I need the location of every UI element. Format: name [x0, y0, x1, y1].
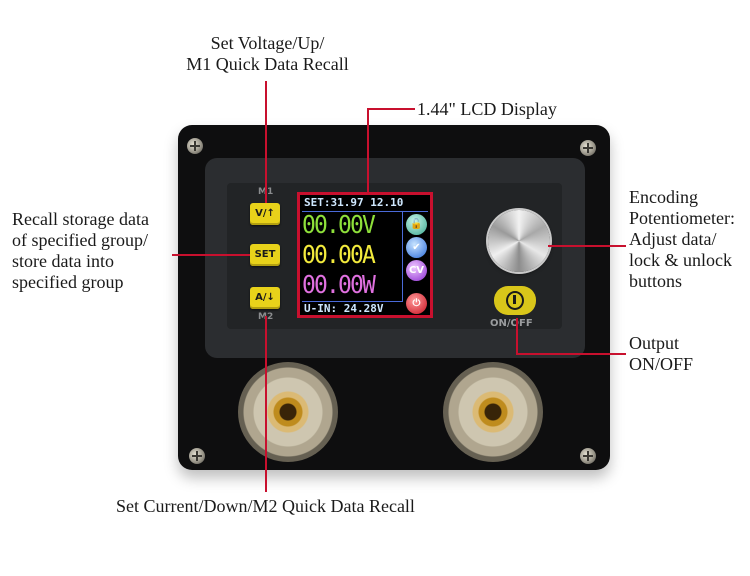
- caption-line: specified group: [12, 272, 124, 292]
- caption-output-onoff: Output ON/OFF: [629, 333, 693, 375]
- caption-line: store data into: [12, 251, 114, 271]
- unlock-icon: 🔓: [406, 214, 427, 235]
- caption-line: Adjust data/: [629, 229, 717, 249]
- screw-icon: [580, 448, 596, 464]
- caption-set-button: Recall storage data of specified group/ …: [12, 209, 149, 293]
- callout-line: [265, 316, 267, 492]
- caption-line: buttons: [629, 271, 683, 291]
- caption-line: Output: [629, 333, 680, 353]
- binding-post-right: [443, 362, 543, 462]
- callout-line: [265, 81, 267, 203]
- callout-line: [367, 108, 415, 110]
- caption-line: lock & unlock: [629, 250, 732, 270]
- lcd-display: SET:31.97 12.10 00.00V 00.00A 00.00W U-I…: [297, 192, 433, 318]
- voltage-up-button[interactable]: V/↑: [250, 203, 280, 225]
- binding-post-left: [238, 362, 338, 462]
- power-icon-bar: [513, 295, 516, 304]
- caption-line: Potentiometer:: [629, 208, 735, 228]
- caption-current-down: Set Current/Down/M2 Quick Data Recall: [116, 496, 415, 516]
- set-button[interactable]: SET: [250, 244, 280, 266]
- lcd-voltage-readout: 00.00V: [302, 210, 376, 239]
- callout-line: [516, 353, 626, 355]
- caption-encoder: Encoding Potentiometer: Adjust data/ loc…: [629, 187, 735, 292]
- power-icon: [506, 291, 524, 310]
- cv-text: CV: [408, 265, 425, 276]
- lcd-divider: [302, 211, 428, 212]
- cv-icon: CV: [406, 260, 427, 281]
- caption-lcd: 1.44" LCD Display: [417, 99, 557, 119]
- caption-line: Encoding: [629, 187, 698, 207]
- screw-icon: [580, 140, 596, 156]
- lcd-divider: [302, 301, 402, 302]
- current-down-button[interactable]: A/↓: [250, 287, 280, 309]
- caption-line: of specified group/: [12, 230, 148, 250]
- caption-voltage-up: Set Voltage/Up/ M1 Quick Data Recall: [165, 33, 370, 75]
- power-icon: ⏻: [406, 293, 427, 314]
- callout-line: [172, 254, 250, 256]
- callout-line: [516, 318, 518, 354]
- caption-line: ON/OFF: [629, 354, 694, 374]
- lcd-set-readout: SET:31.97 12.10: [304, 196, 404, 209]
- lcd-power-readout: 00.00W: [302, 270, 376, 299]
- screw-icon: [187, 138, 203, 154]
- caption-line: Set Voltage/Up/: [210, 33, 325, 53]
- callout-line: [548, 245, 626, 247]
- output-onoff-button[interactable]: [494, 286, 536, 315]
- caption-line: M1 Quick Data Recall: [186, 54, 349, 74]
- lcd-current-readout: 00.00A: [302, 240, 376, 269]
- lcd-divider: [402, 212, 403, 302]
- check-icon: ✔: [406, 237, 427, 258]
- onoff-label: ON/OFF: [490, 318, 533, 329]
- callout-line: [367, 108, 369, 193]
- screw-icon: [189, 448, 205, 464]
- caption-line: Recall storage data: [12, 209, 149, 229]
- lcd-input-voltage: U-IN: 24.28V: [304, 302, 384, 315]
- encoder-knob[interactable]: [488, 210, 550, 272]
